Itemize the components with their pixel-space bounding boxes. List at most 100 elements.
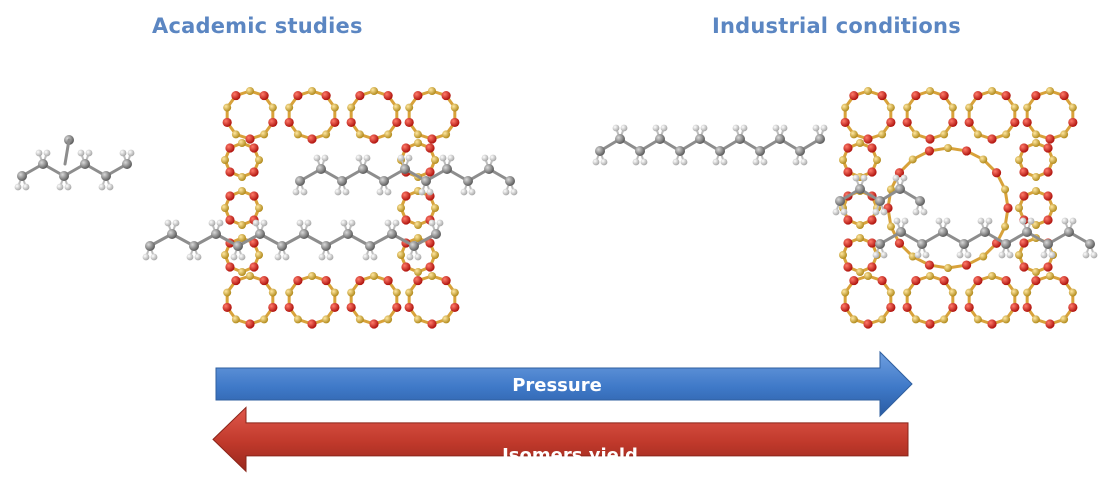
oxygen-atom [973,275,983,286]
oxygen-atom [840,302,850,313]
carbon-atom [655,134,665,144]
oxygen-atom [867,238,877,248]
hydrogen-atom [468,188,476,196]
silicon-atom [1049,204,1057,212]
hydrogen-atom [632,158,640,166]
oxygen-atom [425,143,435,153]
silicon-atom [260,130,269,139]
carbon-atom [675,146,685,156]
carbon-atom [835,196,845,206]
silicon-atom [330,288,339,297]
silicon-atom [1032,268,1040,276]
carbon-atom [442,164,452,174]
oxygen-atom [355,275,365,286]
silicon-atom [221,156,229,164]
carbon-atom [615,134,625,144]
title-industrial-conditions: Industrial conditions [712,14,961,38]
carbon-atom [421,176,431,186]
silicon-atom [1002,315,1011,324]
carbon-atom [1001,239,1011,249]
silicon-atom [1046,87,1054,95]
silicon-atom [223,103,232,112]
hydrogen-atom [340,219,348,227]
oxygen-atom [231,90,241,101]
silicon-atom [260,315,269,324]
zeolite-framework-right [839,87,1078,329]
hydrogen-atom [370,253,378,261]
oxygen-atom [1022,117,1032,128]
carbon-atom [122,159,132,169]
oxygen-atom [843,143,853,153]
oxygen-atom [225,143,235,153]
oxygen-atom [964,302,974,313]
oxygen-atom [268,302,278,313]
carbon-atom [365,241,375,251]
oxygen-atom [867,143,877,153]
oxygen-atom [925,134,935,144]
carbon-atom [38,159,48,169]
oxygen-atom [427,134,437,144]
silicon-atom [1015,251,1023,259]
oxygen-atom [991,168,1002,178]
carbon-atom [815,134,825,144]
oxygen-atom [330,117,340,128]
carbon-atom [715,146,725,156]
silicon-atom [405,288,414,297]
oxygen-atom [392,117,402,128]
oxygen-atom [863,319,873,329]
silicon-atom [238,234,246,242]
silicon-atom [268,288,277,297]
oxygen-atom [401,191,411,201]
carbon-atom [277,241,287,251]
silicon-atom [384,315,393,324]
carbon-atom [431,229,441,239]
hydrogen-atom [127,149,135,157]
carbon-atom [959,239,969,249]
silicon-atom [926,87,934,95]
silicon-atom [878,315,887,324]
silicon-atom [973,315,982,324]
oxygen-atom [1019,262,1029,272]
hydrogen-atom [780,124,788,132]
hydrogen-atom [1061,217,1069,225]
oxygen-atom [413,90,423,101]
hydrogen-atom [672,158,680,166]
hydrogen-atom [362,253,370,261]
oxygen-atom [307,319,317,329]
hydrogen-atom [660,124,668,132]
hydrogen-atom [384,188,392,196]
carbon-atom [484,164,494,174]
oxygen-atom [867,167,877,177]
hydrogen-atom [900,174,908,182]
hydrogen-atom [238,253,246,261]
hydrogen-atom [912,208,920,216]
hydrogen-atom [956,251,964,259]
silicon-atom [1068,103,1077,112]
hydrogen-atom [872,251,880,259]
oxygen-atom [284,302,294,313]
hydrogen-atom [405,154,413,162]
hydrogen-atom [98,183,106,191]
silicon-atom [442,130,451,139]
silicon-atom [864,272,872,280]
silicon-atom [238,139,246,147]
oxygen-atom [392,302,402,313]
hydrogen-atom [489,154,497,162]
silicon-atom [414,234,422,242]
hydrogen-atom [510,188,518,196]
hydrogen-atom [77,149,85,157]
silicon-atom [856,139,864,147]
silicon-atom [965,103,974,112]
oxygen-atom [441,90,451,101]
oxygen-atom [843,262,853,272]
oxygen-atom [902,302,912,313]
hydrogen-atom [321,154,329,162]
hydrogen-atom [592,158,600,166]
silicon-atom [221,251,229,259]
silicon-atom [965,288,974,297]
oxygen-atom [369,134,379,144]
oxygen-atom [245,319,255,329]
carbon-atom [875,196,885,206]
hydrogen-atom [1040,251,1048,259]
oxygen-atom [293,275,303,286]
